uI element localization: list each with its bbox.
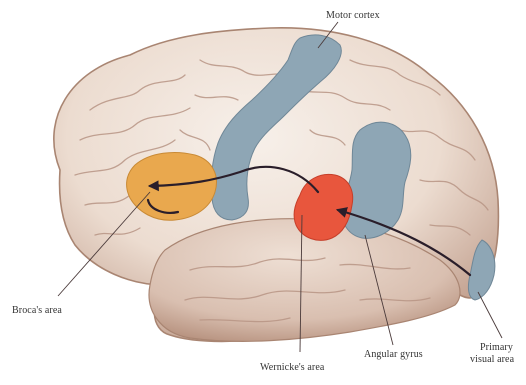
label-brocas-area: Broca's area (12, 305, 62, 316)
label-angular-gyrus: Angular gyrus (364, 349, 423, 360)
label-wernickes-area: Wernicke's area (260, 362, 325, 373)
label-motor-cortex: Motor cortex (326, 10, 380, 21)
label-primary-visual-line1: Primary (480, 342, 513, 353)
label-primary-visual-line2: visual area (470, 354, 515, 365)
leader-primary-visual (478, 292, 502, 338)
brocas-area-region (127, 152, 217, 220)
